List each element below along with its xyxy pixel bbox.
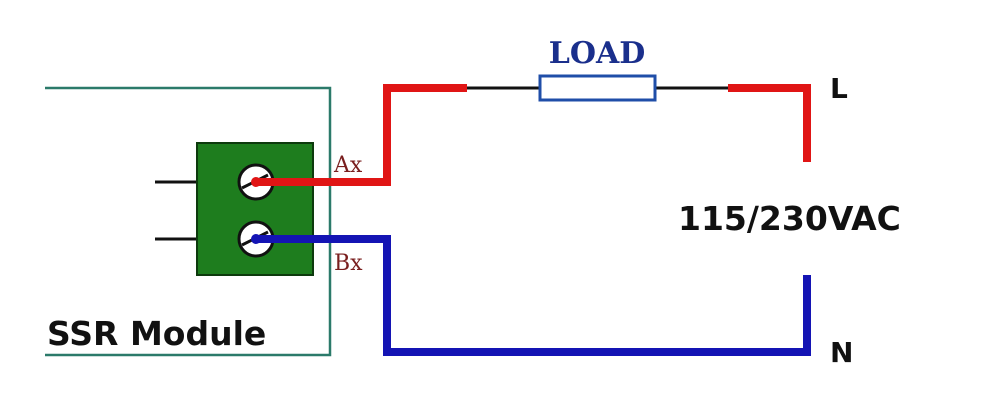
terminal-b-connection-dot (251, 234, 261, 244)
line-wire-to-load (256, 84, 467, 186)
line-label: L (830, 72, 848, 105)
load-resistor (538, 74, 657, 102)
supply-voltage-label: 115/230VAC (678, 199, 901, 238)
ssr-module-label: SSR Module (47, 314, 266, 353)
neutral-wire (256, 235, 811, 356)
line-wire-to-supply (728, 84, 811, 162)
neutral-label: N (830, 336, 853, 369)
load-label: LOAD (549, 36, 646, 71)
terminal-a-connection-dot (251, 177, 261, 187)
terminal-b-label: Bx (334, 251, 363, 276)
ssr-module-outline (45, 86, 332, 357)
terminal-a-label: Ax (333, 153, 363, 178)
